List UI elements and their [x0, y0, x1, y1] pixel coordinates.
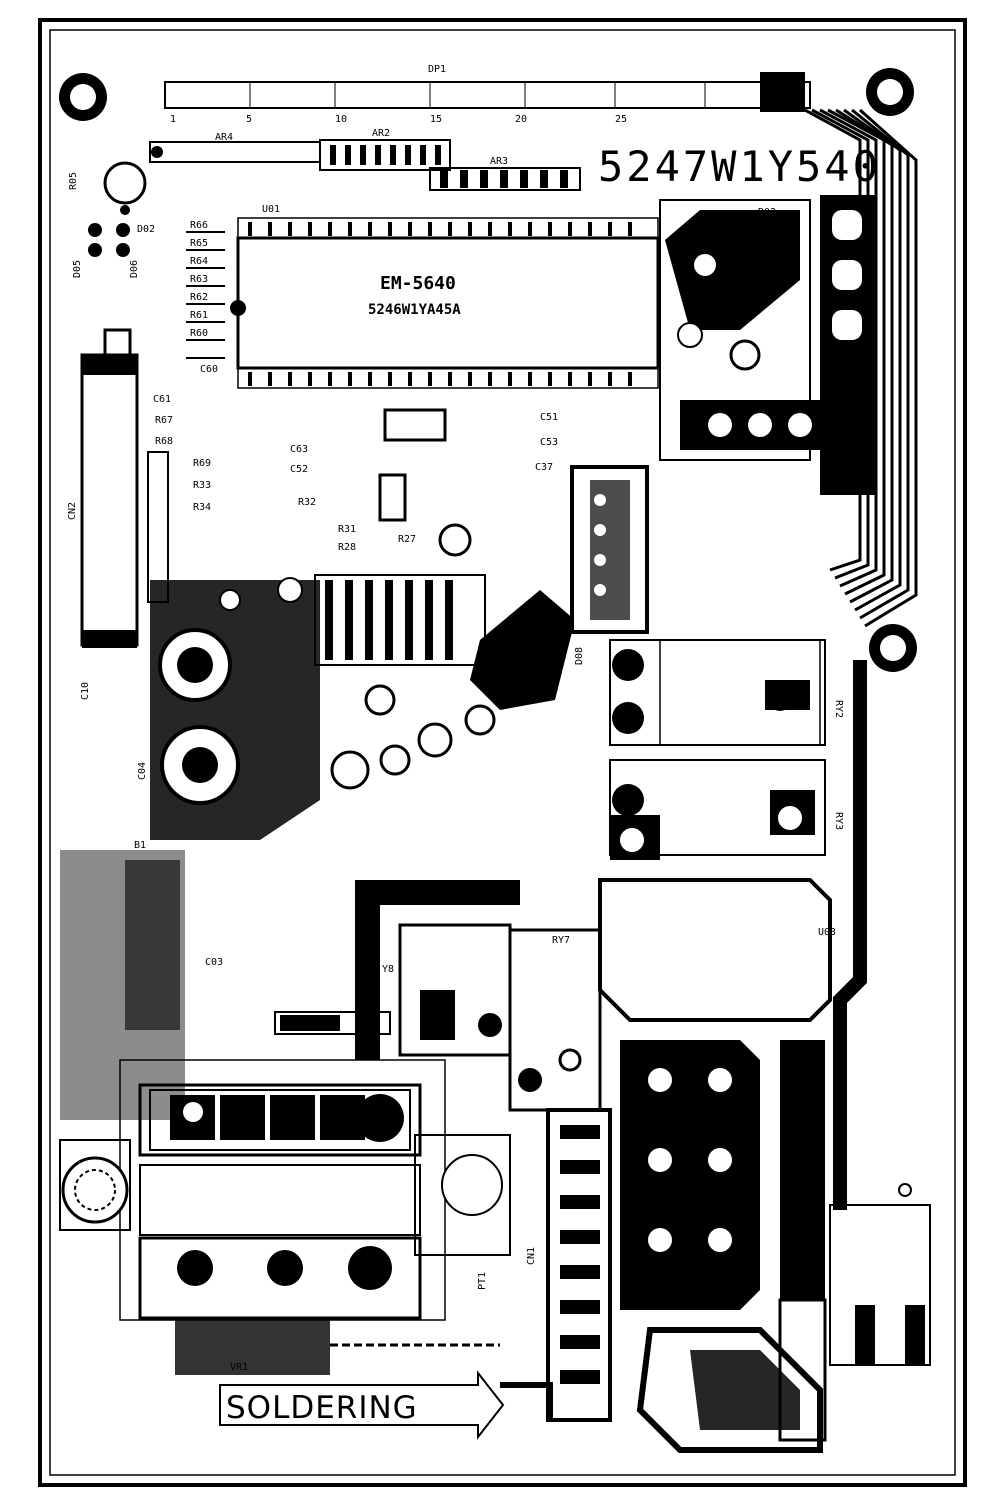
dp1-pin-25: 25 — [615, 114, 627, 125]
label-c63: C63 — [290, 444, 308, 455]
label-c51: C51 — [540, 412, 558, 423]
label-r69: R69 — [193, 458, 211, 469]
right-ground-trace — [833, 660, 867, 1210]
right-cable-traces — [804, 108, 918, 628]
label-c03: C03 — [205, 957, 223, 968]
label-r61: R61 — [190, 310, 208, 321]
jumper-block — [274, 1011, 391, 1035]
label-vr1: VR1 — [230, 1362, 248, 1373]
center-cluster — [314, 408, 575, 790]
dp1-pin-15: 15 — [430, 114, 442, 125]
connector-cn1 — [546, 1108, 612, 1422]
label-d02: D02 — [137, 224, 155, 235]
vertical-ic-column — [570, 465, 649, 634]
label-r63: R63 — [190, 274, 208, 285]
main-ic-marking-line1: EM-5640 — [380, 273, 456, 294]
board-part-number: 5247W1Y540 — [598, 142, 881, 191]
dp1-pin-10: 10 — [335, 114, 347, 125]
label-c53: C53 — [540, 437, 558, 448]
label-r64: R64 — [190, 256, 208, 267]
relay-ry2 — [609, 639, 826, 746]
label-ar4: AR4 — [215, 132, 233, 143]
dp1-connector — [164, 72, 811, 112]
label-r65: R65 — [190, 238, 208, 249]
board-outline — [38, 18, 967, 1487]
label-r68: R68 — [155, 436, 173, 447]
resistor-array-ar4 — [149, 141, 321, 163]
label-ar2: AR2 — [372, 128, 390, 139]
label-c61: C61 — [153, 394, 171, 405]
label-u03: U03 — [818, 927, 836, 938]
header-strip — [147, 451, 169, 603]
label-dp1: DP1 — [428, 64, 446, 75]
middle-left-dense-area — [150, 577, 320, 840]
transformer-pt1 — [119, 1059, 511, 1321]
label-c37: C37 — [535, 462, 553, 473]
label-y8: Y8 — [382, 964, 394, 975]
main-ic-marking-line2: 5246W1YA45A — [368, 302, 461, 318]
connector-cn2 — [80, 328, 139, 648]
label-ry3: RY3 — [833, 812, 844, 830]
label-r60: R60 — [190, 328, 208, 339]
upper-right-components — [659, 199, 820, 461]
label-ry2: RY2 — [833, 700, 844, 718]
label-r31: R31 — [338, 524, 356, 535]
left-resistor-column — [186, 231, 225, 359]
resistor-array-ar2 — [319, 139, 451, 171]
label-r67: R67 — [155, 415, 173, 426]
soldering-direction-label: SOLDERING — [226, 1390, 418, 1426]
label-r66: R66 — [190, 220, 208, 231]
label-r33: R33 — [193, 480, 211, 491]
bottom-trace — [500, 1382, 553, 1420]
label-r05: R05 — [68, 172, 79, 190]
label-r34: R34 — [193, 502, 211, 513]
label-c04: C04 — [137, 762, 148, 780]
label-c52: C52 — [290, 464, 308, 475]
label-d06: D06 — [129, 260, 140, 278]
label-d05: D05 — [72, 260, 83, 278]
dp1-pin-20: 20 — [515, 114, 527, 125]
label-ar3: AR3 — [490, 156, 508, 167]
relay-ry3 — [609, 759, 826, 860]
relay-ry1 — [829, 1183, 931, 1366]
main-ic-u01 — [230, 217, 660, 389]
label-u01: U01 — [262, 204, 280, 215]
regulator-block — [355, 880, 602, 1112]
bottom-left-trace-area — [175, 1320, 330, 1375]
dp1-pin-5: 5 — [246, 114, 252, 125]
label-r27: R27 — [398, 534, 416, 545]
board-inner-outline — [49, 29, 956, 1476]
resistor-array-ar3 — [429, 167, 581, 191]
label-c10: C10 — [80, 682, 91, 700]
variable-resistor — [59, 1139, 131, 1231]
bottom-right-copper — [598, 878, 832, 1453]
label-cn2: CN2 — [67, 502, 78, 520]
top-left-diodes — [88, 161, 147, 257]
label-r62: R62 — [190, 292, 208, 303]
label-d08: D08 — [574, 647, 585, 665]
label-cn1: CN1 — [526, 1247, 537, 1265]
dp1-pin-1: 1 — [170, 114, 176, 125]
label-ry7: RY7 — [552, 935, 570, 946]
label-b1: B1 — [134, 840, 146, 851]
mounting-holes — [59, 68, 917, 672]
label-c60: C60 — [200, 364, 218, 375]
label-r28: R28 — [338, 542, 356, 553]
soldering-arrow — [219, 1370, 505, 1440]
right-cable-block — [820, 195, 875, 495]
label-r03: R03 — [758, 207, 776, 218]
label-pt1: PT1 — [477, 1272, 488, 1290]
label-r32: R32 — [298, 497, 316, 508]
